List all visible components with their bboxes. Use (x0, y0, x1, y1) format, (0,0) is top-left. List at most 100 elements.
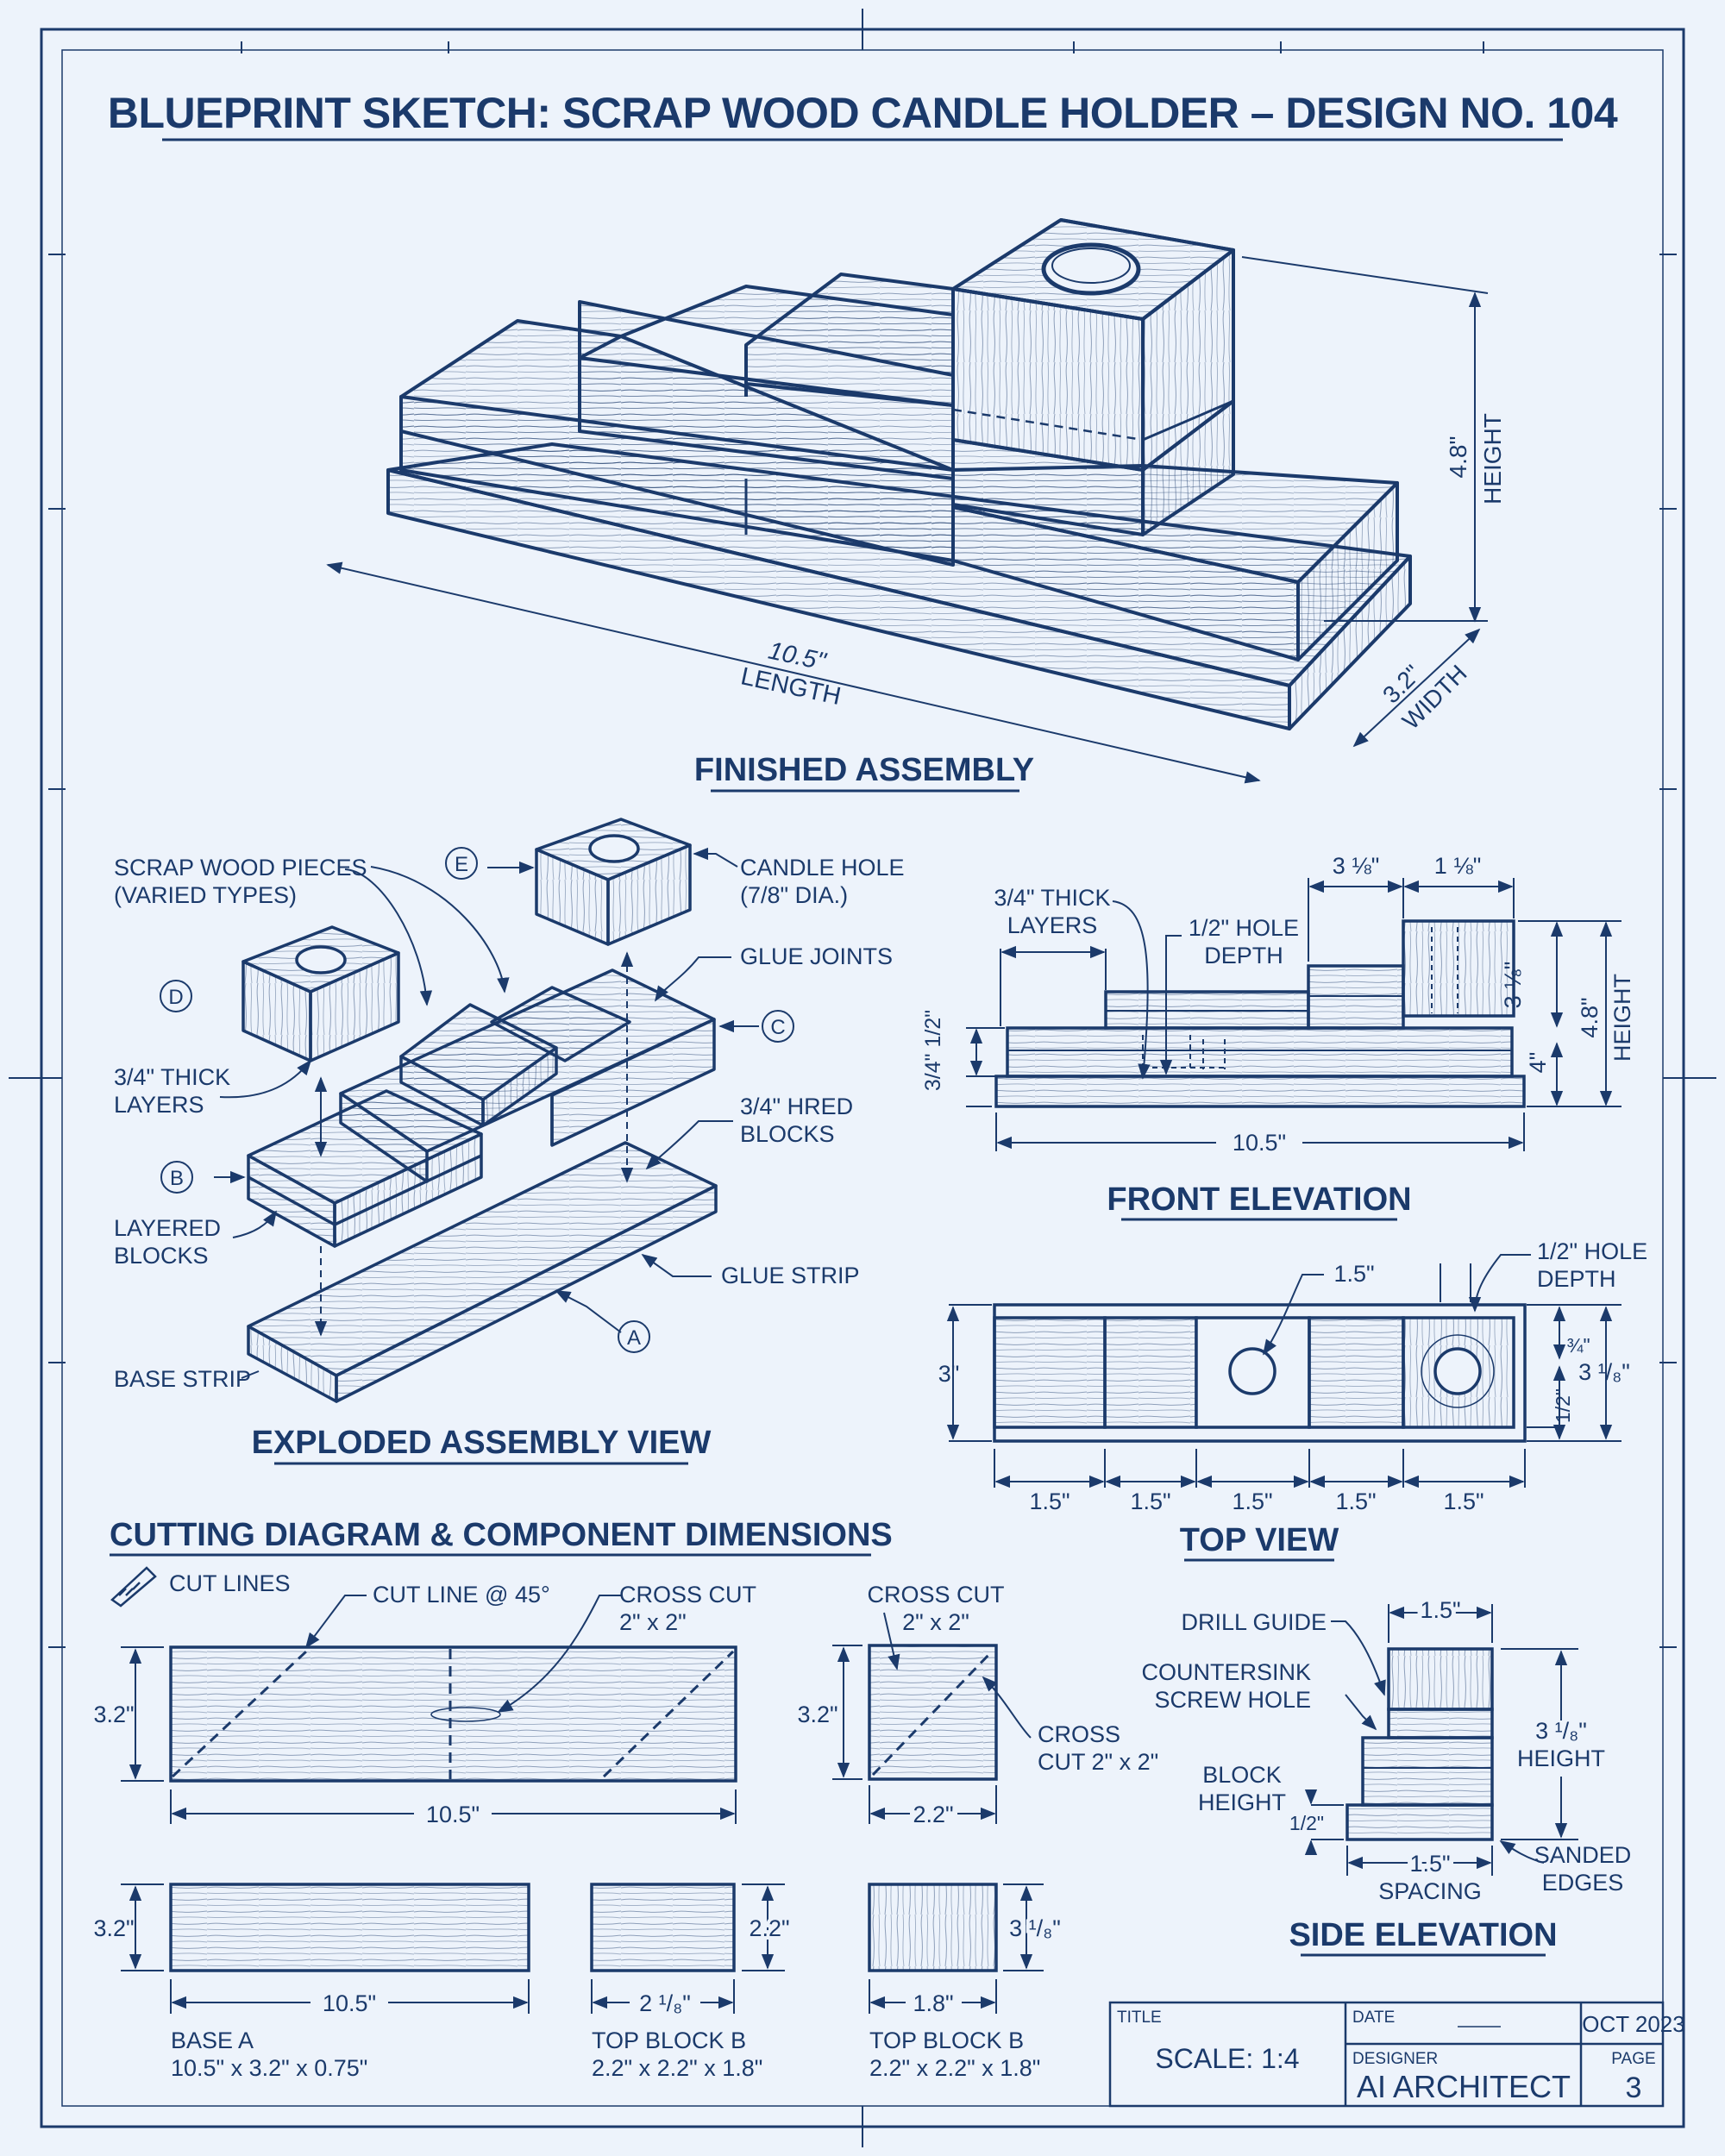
top-view-drawing (993, 1303, 1527, 1443)
top-heading: TOP VIEW (1180, 1522, 1339, 1558)
top-hole-1: 1/2" HOLE (1537, 1238, 1647, 1264)
side-blk-1: BLOCK (1202, 1762, 1282, 1788)
front-thick-1: 3/4" THICK (994, 885, 1110, 911)
sq-right-2: CUT 2" x 2" (1038, 1749, 1158, 1775)
top-seg-5: 1.5" (1443, 1489, 1484, 1514)
front-dim-top-right: 1 ⅛" (1434, 853, 1482, 879)
front-heading: FRONT ELEVATION (1107, 1181, 1411, 1218)
label-candle-1: CANDLE HOLE (740, 855, 905, 881)
tb-scale: SCALE: 1:4 (1155, 2043, 1299, 2074)
front-thick-2: LAYERS (1007, 912, 1098, 938)
tb1-name: TOP BLOCK B (592, 2028, 746, 2053)
base-name: BASE A (171, 2028, 254, 2053)
board-h: 3.2" (93, 1702, 134, 1727)
cut-pieces (169, 1883, 998, 1972)
front-dim-right-inner: 3 ⅛" (1500, 962, 1526, 1009)
side-csk-1: COUNTERSINK (1141, 1659, 1311, 1685)
front-dim-top-left: 3 ⅛" (1333, 853, 1380, 879)
board-w: 10.5" (426, 1802, 480, 1827)
side-sanded-1: SANDED (1534, 1842, 1632, 1868)
label-hred-2: BLOCKS (740, 1121, 835, 1147)
marker-a: A (627, 1326, 641, 1350)
label-thick-2: LAYERS (114, 1092, 204, 1118)
title-block (1108, 2001, 1665, 2108)
base-dims: 10.5" x 3.2" x 0.75" (171, 2055, 367, 2081)
front-dim-right-outer: 4.8" (1577, 997, 1603, 1037)
label-scrap-2: (VARIED TYPES) (114, 882, 297, 908)
top-dim-r3: 3 ¹/₈" (1578, 1359, 1630, 1385)
sq-cross-1: CROSS CUT (867, 1582, 1004, 1608)
side-csk-2: SCREW HOLE (1154, 1687, 1311, 1713)
marker-c: C (770, 1016, 785, 1039)
sq-right-1: CROSS (1038, 1721, 1120, 1747)
label-hred-1: 3/4" HRED (740, 1094, 853, 1119)
front-hole-1: 1/2" HOLE (1189, 915, 1299, 941)
side-spacing: SPACING (1378, 1878, 1482, 1904)
sheet-title: BLUEPRINT SKETCH: SCRAP WOOD CANDLE HOLD… (108, 89, 1618, 137)
marker-e: E (455, 853, 468, 876)
label-base-strip: BASE STRIP (114, 1366, 251, 1392)
side-h-2: HEIGHT (1517, 1745, 1605, 1771)
crosscut-2: 2" x 2" (619, 1609, 687, 1635)
tb-date-label: DATE (1352, 2009, 1395, 2027)
side-dim-top: 1.5" (1420, 1597, 1460, 1623)
top-dim-left: 3" (938, 1361, 960, 1387)
side-sanded-2: EDGES (1542, 1870, 1624, 1896)
tb-date: OCT 2023 (1582, 2011, 1684, 2037)
label-glue-joints: GLUE JOINTS (740, 943, 893, 969)
tb-page-label: PAGE (1611, 2050, 1655, 2068)
tb-designer: AI ARCHITECT (1357, 2069, 1571, 2104)
side-half: 1/2" (1289, 1812, 1324, 1834)
label-candle-2: (7/8" DIA.) (740, 882, 848, 908)
marker-b: B (170, 1167, 184, 1190)
front-elevation-drawing (994, 919, 1526, 1108)
sq-h: 3.2" (797, 1702, 837, 1727)
side-elevation-dims (1304, 1604, 1578, 1876)
side-h-1: 3 ¹/₈" (1535, 1718, 1587, 1744)
top-dim-hole: 1.5" (1333, 1261, 1374, 1287)
front-height-label: HEIGHT (1609, 974, 1635, 1062)
side-blk-2: HEIGHT (1198, 1789, 1286, 1815)
top-view-dims (946, 1254, 1622, 1489)
cutting-leaders (121, 1595, 1032, 1824)
tb2-h: 3 ¹/₈" (1009, 1915, 1061, 1941)
front-dim-small: 4" (1525, 1052, 1551, 1074)
top-seg-2: 1.5" (1130, 1489, 1170, 1514)
length-label: LENGTH (738, 662, 844, 711)
sq-w: 2.2" (913, 1802, 953, 1827)
base-h: 3.2" (93, 1915, 134, 1941)
front-hole-2: DEPTH (1204, 943, 1283, 968)
top-hole-2: DEPTH (1537, 1266, 1616, 1292)
sheet-frame (9, 9, 1716, 2147)
cut-piece-dims (121, 1883, 1044, 2014)
cut-lines-label: CUT LINES (169, 1570, 291, 1596)
top-dim-r1: ¾" (1566, 1334, 1590, 1357)
crosscut-1: CROSS CUT (619, 1582, 756, 1608)
cut45-label: CUT LINE @ 45° (373, 1582, 550, 1608)
tb1-dims: 2.2" x 2.2" x 1.8" (592, 2055, 762, 2081)
finished-dimensions (326, 256, 1489, 784)
side-spacing-val: 1.5" (1409, 1851, 1450, 1877)
label-scrap-1: SCRAP WOOD PIECES (114, 855, 367, 881)
tb-title-label: TITLE (1117, 2009, 1162, 2027)
label-thick-1: 3/4" THICK (114, 1064, 230, 1090)
tb-designer-label: DESIGNER (1352, 2050, 1438, 2068)
cutting-board-sq (868, 1644, 998, 1781)
label-layered-1: LAYERED (114, 1215, 221, 1241)
finished-heading: FINISHED ASSEMBLY (694, 752, 1034, 788)
side-drill: DRILL GUIDE (1181, 1609, 1327, 1635)
tb-page: 3 (1626, 2071, 1642, 2104)
front-dim-left: 3/4" 1/2" (921, 1010, 945, 1091)
exploded-markers (160, 847, 794, 1353)
exploded-assembly-drawing (242, 818, 718, 1403)
sq-cross-2: 2" x 2" (902, 1609, 969, 1635)
label-glue-strip: GLUE STRIP (721, 1263, 860, 1288)
top-dim-r2: 1/2" (1552, 1388, 1574, 1423)
finished-assembly-drawing (386, 218, 1412, 730)
top-seg-1: 1.5" (1029, 1489, 1070, 1514)
top-seg-3: 1.5" (1232, 1489, 1272, 1514)
tb1-h: 2.2" (749, 1915, 789, 1941)
cutting-heading: CUTTING DIAGRAM & COMPONENT DIMENSIONS (110, 1517, 893, 1553)
height-value: 4.8" (1445, 436, 1471, 479)
exploded-heading: EXPLODED ASSEMBLY VIEW (252, 1425, 712, 1461)
